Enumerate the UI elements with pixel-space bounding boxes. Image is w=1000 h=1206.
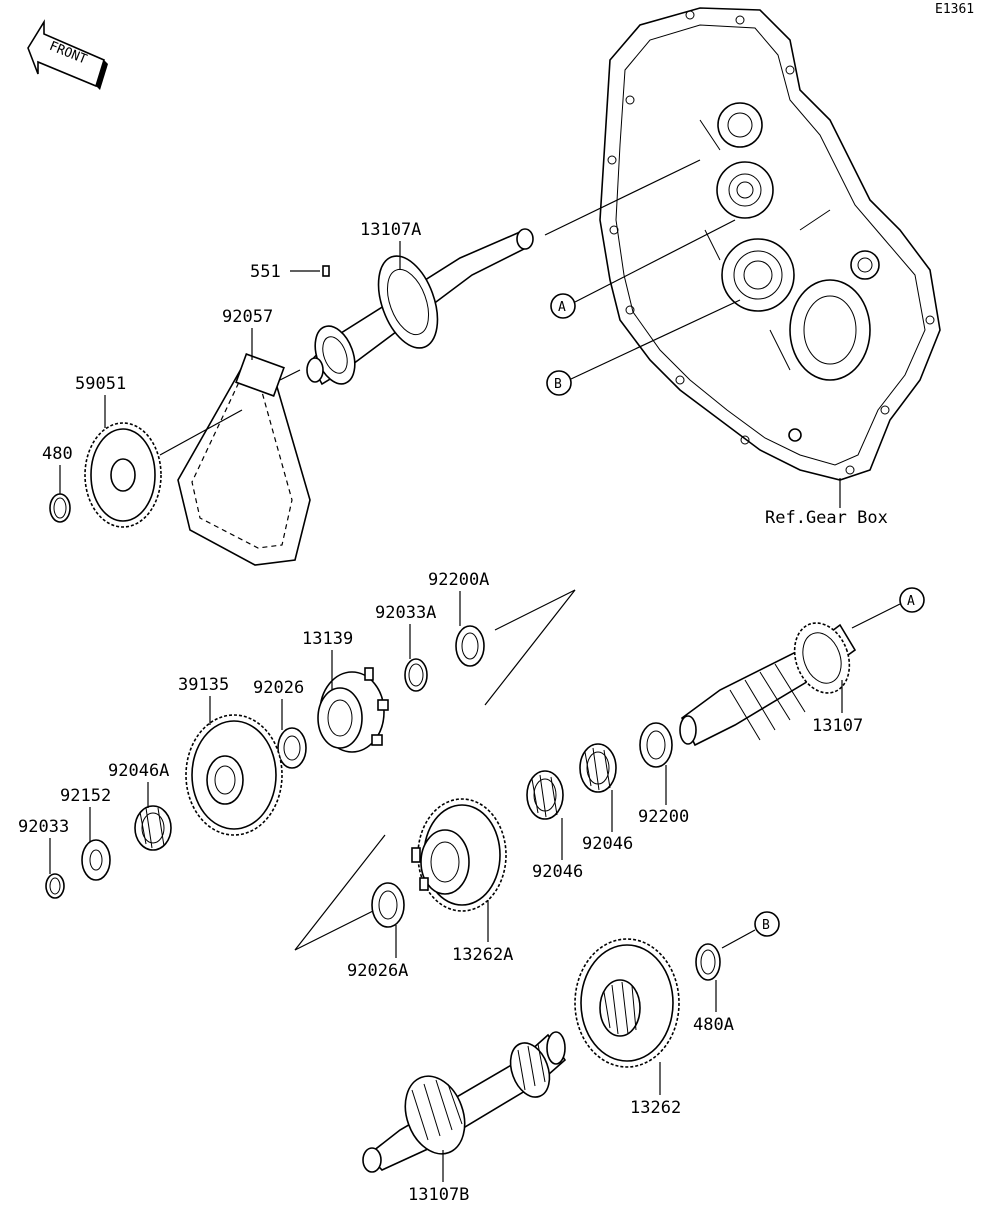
part-13262a: 13262A <box>452 945 513 965</box>
washer-92200a <box>455 625 485 667</box>
circlip-480a <box>695 943 721 981</box>
part-92046a: 92046A <box>108 761 169 781</box>
callout-b-upper-label: B <box>554 377 562 392</box>
callout-b-lower-label: B <box>762 918 770 933</box>
sprocket-59051 <box>84 422 162 528</box>
bearing-92046a <box>134 805 172 851</box>
gear-13262a <box>411 798 507 912</box>
part-92200a: 92200A <box>428 570 489 590</box>
callout-a-upper <box>550 293 576 319</box>
bearing-92046-upper <box>579 743 617 793</box>
part-39135: 39135 <box>178 675 229 695</box>
part-92152: 92152 <box>60 786 111 806</box>
gear-box-housing <box>599 7 941 481</box>
part-480a: 480A <box>693 1015 734 1035</box>
callout-a-lower <box>899 587 925 613</box>
callout-b-lower <box>754 911 780 937</box>
part-13139: 13139 <box>302 629 353 649</box>
part-92200: 92200 <box>638 807 689 827</box>
ref-gear-box-label: Ref.Gear Box <box>765 508 888 528</box>
washer-92200 <box>639 722 673 768</box>
shaft-13107a <box>306 228 534 386</box>
part-13107a: 13107A <box>360 220 421 240</box>
part-13107b: 13107B <box>408 1185 469 1205</box>
front-arrow-icon: FRONT <box>27 19 108 90</box>
part-13262: 13262 <box>630 1098 681 1118</box>
callout-b-upper <box>546 370 572 396</box>
part-92026: 92026 <box>253 678 304 698</box>
diagram-id: E1361 <box>935 2 974 17</box>
part-480: 480 <box>42 444 73 464</box>
part-92046-upper: 92046 <box>582 834 633 854</box>
part-92033: 92033 <box>18 817 69 837</box>
callout-a-lower-label: A <box>907 594 915 609</box>
part-92046-lower: 92046 <box>532 862 583 882</box>
washer-92026a <box>371 882 405 928</box>
washer-92026 <box>277 727 307 769</box>
circlip-92033 <box>45 873 65 899</box>
callout-a-upper-label: A <box>558 300 566 315</box>
part-92033a: 92033A <box>375 603 436 623</box>
dog-clutch-13139 <box>317 667 389 753</box>
bearing-92046-lower <box>526 770 564 820</box>
gear-39135 <box>185 714 283 836</box>
washer-92152 <box>81 839 111 881</box>
circlip-92033a <box>404 658 428 692</box>
shaft-13107b <box>362 1031 567 1173</box>
part-13107: 13107 <box>812 716 863 736</box>
part-92057: 92057 <box>222 307 273 327</box>
part-551: 551 <box>250 262 281 282</box>
part-59051: 59051 <box>75 374 126 394</box>
part-92026a: 92026A <box>347 961 408 981</box>
gear-13262 <box>574 938 680 1068</box>
shaft-13107 <box>679 622 857 747</box>
chain-92057 <box>177 353 311 566</box>
